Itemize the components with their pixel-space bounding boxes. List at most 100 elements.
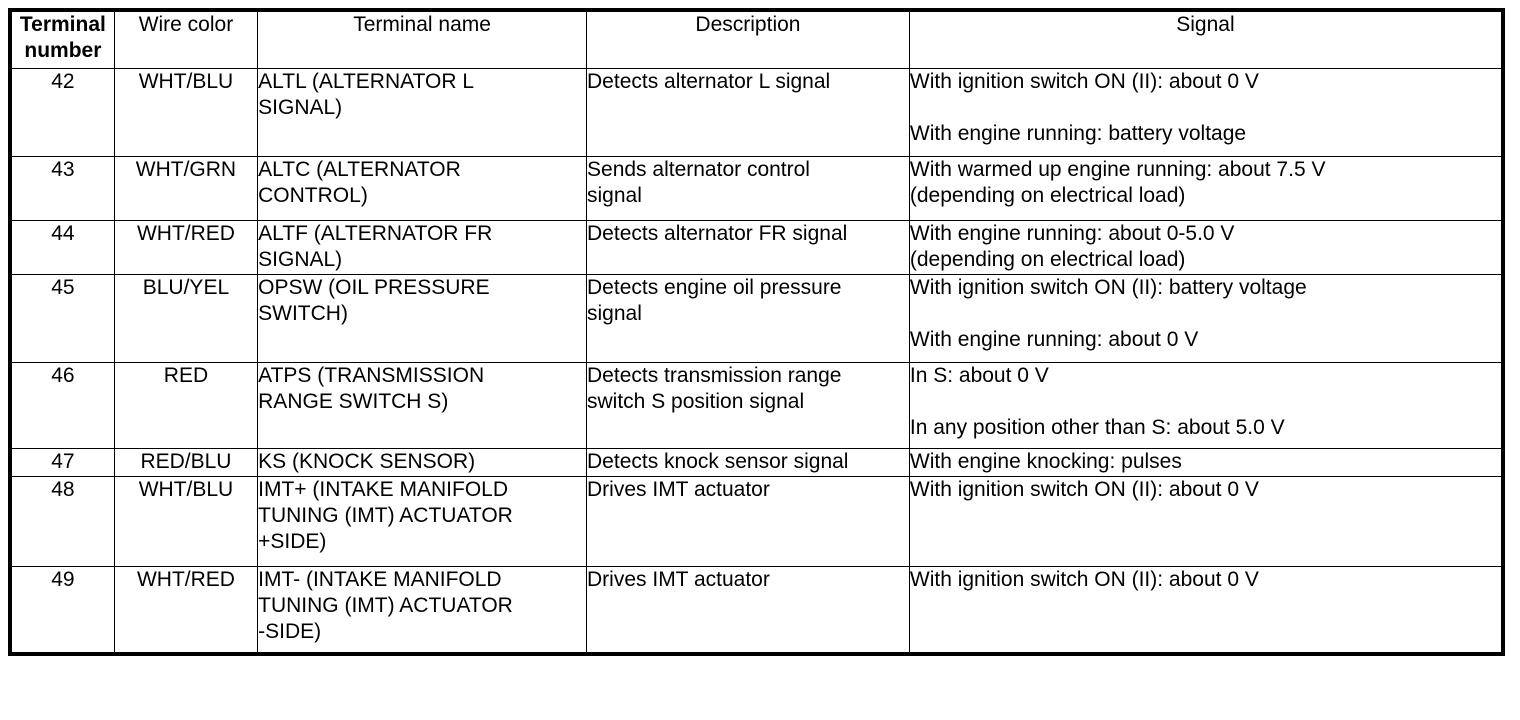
text-line: SWITCH): [258, 301, 348, 325]
blank-line: [910, 301, 1501, 327]
column-header-terminal-number: Terminal number: [9, 9, 115, 69]
text-line: Detects alternator FR signal: [587, 221, 848, 245]
text-line: Detects alternator L signal: [587, 69, 831, 93]
cell-terminal-number: 47: [9, 447, 115, 477]
text-line: signal: [587, 183, 642, 207]
text-line: signal: [587, 301, 642, 325]
cell-description: Detects alternator L signal: [586, 67, 910, 157]
blank-line: [910, 389, 1501, 415]
text-line: With ignition switch ON (II): battery vo…: [909, 275, 1307, 299]
cell-signal: With ignition switch ON (II): about 0 V: [908, 565, 1504, 655]
blank-line: [910, 95, 1501, 121]
cell-terminal-number: 49: [9, 565, 115, 655]
text-line: ATPS (TRANSMISSION: [258, 363, 485, 387]
pinout-table-container: Terminal number Wire color Terminal name…: [8, 8, 1505, 706]
cell-terminal-name: KS (KNOCK SENSOR): [257, 447, 588, 477]
text-line: IMT+ (INTAKE MANIFOLD: [258, 477, 509, 501]
cell-terminal-number: 42: [9, 67, 115, 157]
text-line: ALTL (ALTERNATOR L: [258, 69, 475, 93]
cell-terminal-number: 48: [9, 475, 115, 567]
text-line: In S: about 0 V: [909, 363, 1049, 387]
column-header-signal: Signal: [908, 9, 1504, 69]
text-line: -SIDE): [258, 619, 322, 643]
text-line: SIGNAL): [258, 95, 343, 119]
cell-terminal-number: 45: [9, 273, 115, 363]
text-line: (depending on electrical load): [909, 247, 1186, 271]
column-header-description: Description: [586, 9, 910, 69]
text-line: With engine running: about 0 V: [909, 327, 1199, 351]
text-line: TUNING (IMT) ACTUATOR: [258, 503, 513, 527]
cell-wire-color: RED: [113, 361, 259, 449]
table-header: Terminal number Wire color Terminal name…: [9, 9, 1504, 69]
column-header-wire-color: Wire color: [113, 9, 259, 69]
cell-terminal-number: 43: [9, 155, 115, 221]
text-line: ALTF (ALTERNATOR FR: [258, 221, 493, 245]
cell-wire-color: WHT/RED: [113, 219, 259, 275]
cell-signal: With engine knocking: pulses: [908, 447, 1504, 477]
cell-wire-color: RED/BLU: [113, 447, 259, 477]
text-line: switch S position signal: [587, 389, 805, 413]
text-line: With ignition switch ON (II): about 0 V: [909, 567, 1259, 591]
text-line: +SIDE): [258, 529, 327, 553]
text-line: Detects knock sensor signal: [587, 449, 849, 473]
cell-terminal-number: 46: [9, 361, 115, 449]
cell-wire-color: WHT/BLU: [113, 475, 259, 567]
text-line: SIGNAL): [258, 247, 343, 271]
cell-description: Detects knock sensor signal: [586, 447, 910, 477]
cell-description: Detects alternator FR signal: [586, 219, 910, 275]
cell-signal: With engine running: about 0-5.0 V(depen…: [908, 219, 1504, 275]
cell-signal: With ignition switch ON (II): about 0 V W…: [908, 67, 1504, 157]
text-line: KS (KNOCK SENSOR): [258, 449, 476, 473]
text-line: With engine knocking: pulses: [909, 449, 1182, 473]
text-line: OPSW (OIL PRESSURE: [258, 275, 490, 299]
cell-signal: With ignition switch ON (II): battery vo…: [908, 273, 1504, 363]
cell-description: Drives IMT actuator: [586, 475, 910, 567]
terminal-pinout-table: Terminal number Wire color Terminal name…: [8, 8, 1505, 656]
cell-wire-color: BLU/YEL: [113, 273, 259, 363]
text-line: Detects transmission range: [587, 363, 842, 387]
column-header-terminal-name: Terminal name: [257, 9, 588, 69]
cell-wire-color: WHT/BLU: [113, 67, 259, 157]
text-line: With ignition switch ON (II): about 0 V: [909, 69, 1259, 93]
text-line: Drives IMT actuator: [587, 567, 770, 591]
text-line: With engine running: battery voltage: [909, 121, 1247, 145]
text-line: ALTC (ALTERNATOR: [258, 157, 461, 181]
cell-description: Drives IMT actuator: [586, 565, 910, 655]
text-line: Sends alternator control: [587, 157, 810, 181]
text-line: Drives IMT actuator: [587, 477, 770, 501]
text-line: In any position other than S: about 5.0 …: [909, 415, 1285, 439]
cell-wire-color: WHT/GRN: [113, 155, 259, 221]
cell-signal: With ignition switch ON (II): about 0 V: [908, 475, 1504, 567]
cell-signal: In S: about 0 V In any position other tha…: [908, 361, 1504, 449]
text-line: (depending on electrical load): [909, 183, 1186, 207]
cell-signal: With warmed up engine running: about 7.5…: [908, 155, 1504, 221]
text-line: With ignition switch ON (II): about 0 V: [909, 477, 1259, 501]
text-line: CONTROL): [258, 183, 368, 207]
text-line: With engine running: about 0-5.0 V: [909, 221, 1235, 245]
text-line: RANGE SWITCH S): [258, 389, 449, 413]
text-line: TUNING (IMT) ACTUATOR: [258, 593, 513, 617]
cell-terminal-number: 44: [9, 219, 115, 275]
text-line: IMT- (INTAKE MANIFOLD: [258, 567, 502, 591]
text-line: Detects engine oil pressure: [587, 275, 842, 299]
table-header-row: Terminal number Wire color Terminal name…: [9, 9, 1504, 69]
